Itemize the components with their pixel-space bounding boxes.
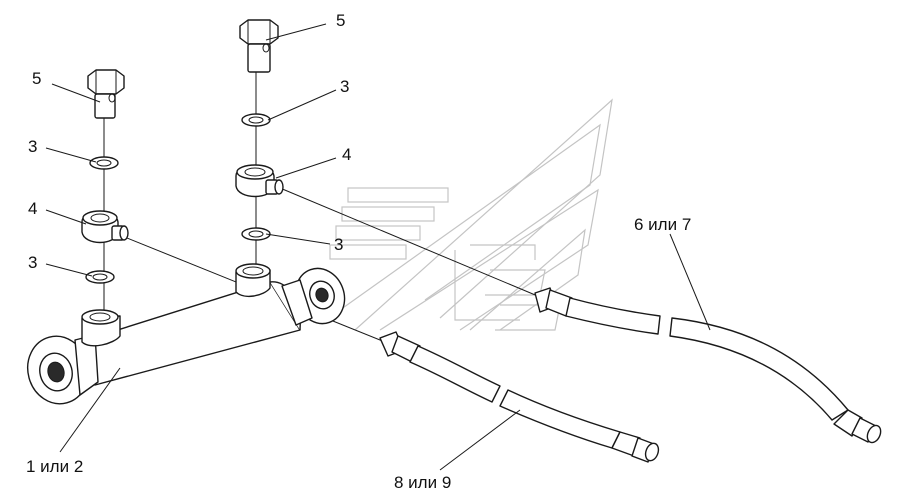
banjo-union-right bbox=[235, 164, 284, 198]
hose-long bbox=[534, 287, 882, 444]
banjo-union-left bbox=[81, 210, 129, 244]
callout-labels: 5 5 3 3 4 4 3 3 1 или 2 6 или 7 8 или 9 bbox=[26, 11, 691, 492]
sealing-washer-left-upper bbox=[89, 156, 119, 170]
label-washer-left-upper: 3 bbox=[28, 137, 37, 156]
leader-lines bbox=[45, 23, 711, 471]
label-washer-right-lower: 3 bbox=[334, 235, 343, 254]
watermark-logo bbox=[329, 98, 613, 331]
hose-short bbox=[379, 331, 660, 463]
label-union-left: 4 bbox=[28, 199, 37, 218]
sealing-washer-right-upper bbox=[241, 113, 271, 127]
label-bolt-right: 5 bbox=[336, 11, 345, 30]
label-hose-short: 8 или 9 bbox=[394, 473, 451, 492]
label-union-right: 4 bbox=[342, 145, 351, 164]
sealing-washer-left-lower bbox=[85, 270, 115, 284]
label-bolt-left: 5 bbox=[32, 69, 41, 88]
sealing-washer-right-lower bbox=[241, 227, 271, 241]
label-washer-right-upper: 3 bbox=[340, 77, 349, 96]
banjo-bolt-right bbox=[239, 19, 279, 73]
hydraulic-cylinder bbox=[27, 263, 346, 405]
label-washer-left-lower: 3 bbox=[28, 253, 37, 272]
label-hose-long: 6 или 7 bbox=[634, 215, 691, 234]
label-cylinder: 1 или 2 bbox=[26, 457, 83, 476]
banjo-bolt-left bbox=[87, 69, 125, 119]
